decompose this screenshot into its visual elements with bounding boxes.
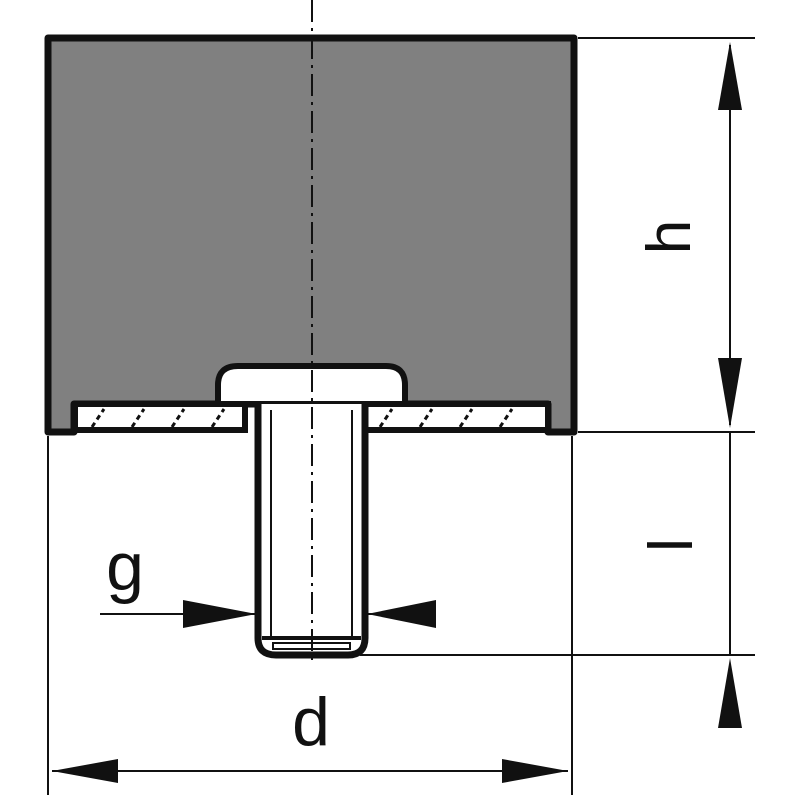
- dimension-h: h: [635, 42, 742, 428]
- label-l: l: [637, 538, 706, 552]
- label-h: h: [635, 220, 704, 254]
- extension-lines: [47, 37, 755, 795]
- dimension-g: g: [106, 529, 436, 628]
- dimension-l: l: [637, 432, 742, 728]
- dimension-d: d: [52, 684, 568, 783]
- label-g: g: [106, 529, 144, 605]
- label-d: d: [292, 684, 330, 760]
